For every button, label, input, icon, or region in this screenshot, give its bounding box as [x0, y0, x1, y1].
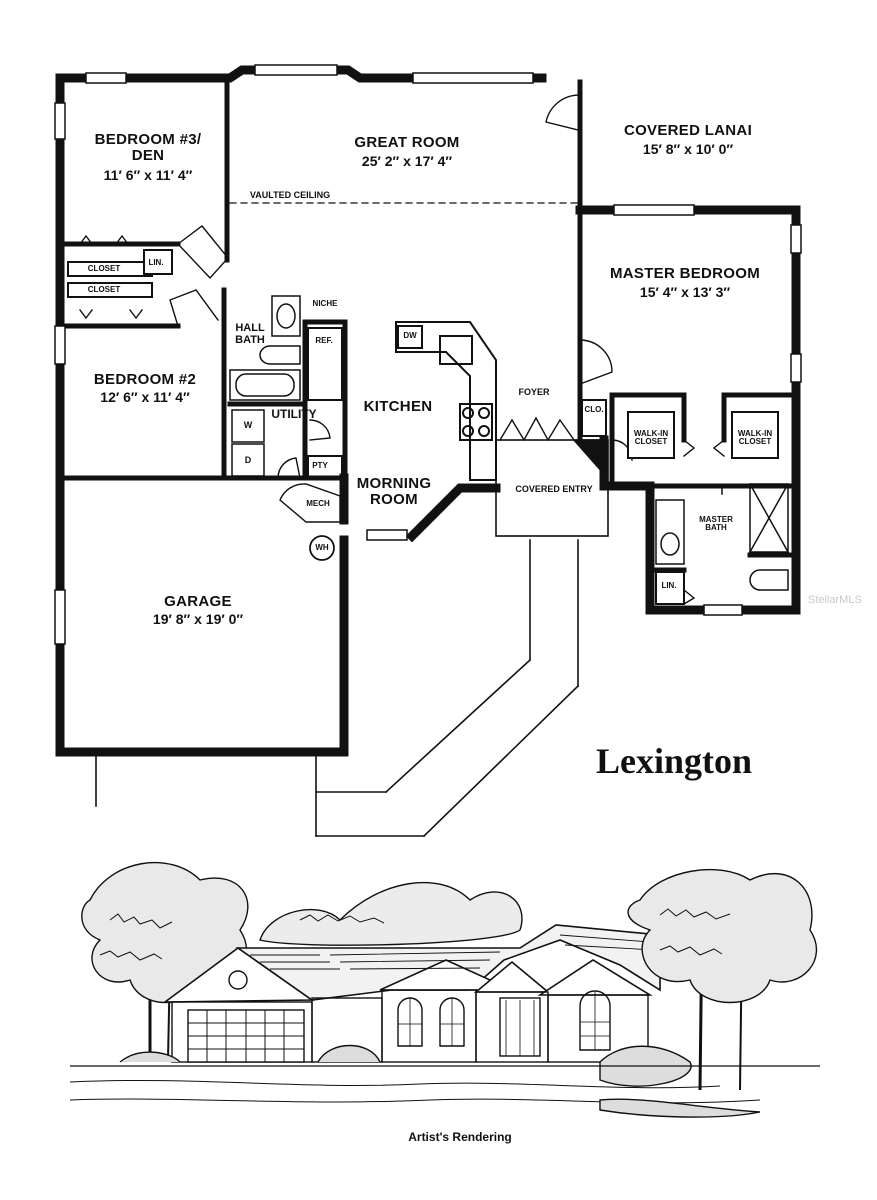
walk-in-closet-right: WALK-IN CLOSET [737, 429, 773, 447]
tree-background [259, 881, 523, 946]
dishwasher-label: DW [403, 331, 417, 340]
closet-shelves [67, 249, 779, 605]
garage-dims: 19′ 8″ x 19′ 0″ [152, 611, 244, 627]
washer-label: W [243, 420, 253, 430]
hall-bath-line2: BATH [235, 333, 265, 346]
rendering-caption: Artist's Rendering [408, 1130, 512, 1144]
master-bath-fixtures [655, 482, 790, 591]
door-swings [79, 94, 725, 605]
walk-in-closet-right-line2: CLOSET [738, 437, 772, 447]
linen-master-label: LIN. [661, 581, 677, 590]
bedroom2-name: BEDROOM #2 [93, 371, 197, 388]
walk-in-closet-right-line1: WALK-IN [737, 429, 773, 438]
hall-bath-line1: HALL [235, 322, 265, 334]
tree-left [81, 861, 249, 1061]
watermark: StellarMLS [808, 594, 862, 606]
tree-right [627, 868, 817, 1091]
arched-windows [397, 990, 611, 1057]
coat-closet-label: CLO. [584, 405, 604, 414]
covered-entry-outline [495, 439, 609, 537]
interior-walls [61, 79, 799, 573]
plan-title: Lexington [596, 741, 753, 781]
closet-bottom-label: CLOSET [87, 285, 121, 294]
pantry-label: PTY [312, 461, 328, 470]
kitchen-counters [307, 321, 497, 481]
house-rendering-sketch [69, 861, 820, 1118]
bedroom3-name: BEDROOM #3/ DEN [95, 132, 202, 164]
morning-room-line2: ROOM [370, 490, 418, 508]
niche-label: NICHE [312, 299, 338, 308]
refrigerator-label: REF. [315, 336, 333, 345]
bedroom2-dims: 12′ 6″ x 11′ 4″ [100, 389, 190, 405]
shrubs-ground [69, 1044, 820, 1118]
bedroom3-name-line2: DEN [131, 146, 165, 164]
vaulted-ceiling-note: VAULTED CEILING [249, 190, 331, 200]
hall-bath-name: HALL BATH [235, 322, 265, 346]
morning-room-line1: MORNING [356, 475, 432, 492]
roof [162, 924, 661, 1003]
windows [54, 64, 802, 645]
morning-room-name: MORNING ROOM [357, 476, 432, 508]
walk-in-closet-left: WALK-IN CLOSET [633, 429, 669, 447]
washer-dryer [231, 409, 265, 477]
covered-entry-name: COVERED ENTRY [515, 484, 593, 494]
linen-hall-label: LIN. [148, 258, 164, 267]
bedroom3-name-line1: BEDROOM #3/ [94, 131, 202, 148]
garage-name: GARAGE [164, 593, 232, 610]
closet-top-label: CLOSET [87, 264, 121, 273]
walkway-lines [95, 539, 580, 838]
master-bath-line2: BATH [705, 523, 727, 533]
walk-in-closet-left-line2: CLOSET [634, 437, 668, 447]
master-bedroom-dims: 15′ 4″ x 13′ 3″ [639, 284, 731, 300]
dryer-label: D [244, 455, 252, 465]
master-bath-line1: MASTER [699, 515, 733, 524]
kitchen-name: KITCHEN [363, 398, 433, 415]
bedroom3-dims: 11′ 6″ x 11′ 4″ [103, 167, 193, 183]
covered-lanai-name: COVERED LANAI [623, 122, 753, 139]
master-bath-name: MASTER BATH [699, 515, 733, 533]
water-heater-circle [309, 535, 335, 561]
foyer-name: FOYER [518, 387, 550, 397]
facade-walls [171, 989, 649, 1063]
great-room-name: GREAT ROOM [354, 134, 460, 151]
water-heater-label: WH [315, 543, 329, 552]
walk-in-closet-left-line1: WALK-IN [633, 429, 669, 438]
covered-lanai-dims: 15′ 8″ x 10′ 0″ [642, 141, 734, 157]
hall-bath-fixtures [229, 295, 301, 401]
master-bedroom-name: MASTER BEDROOM [609, 265, 761, 282]
garage-door-sketch [187, 1009, 305, 1063]
utility-name: UTILITY [271, 407, 317, 421]
great-room-dims: 25′ 2″ x 17′ 4″ [361, 153, 453, 169]
mech-label: MECH [306, 499, 330, 508]
